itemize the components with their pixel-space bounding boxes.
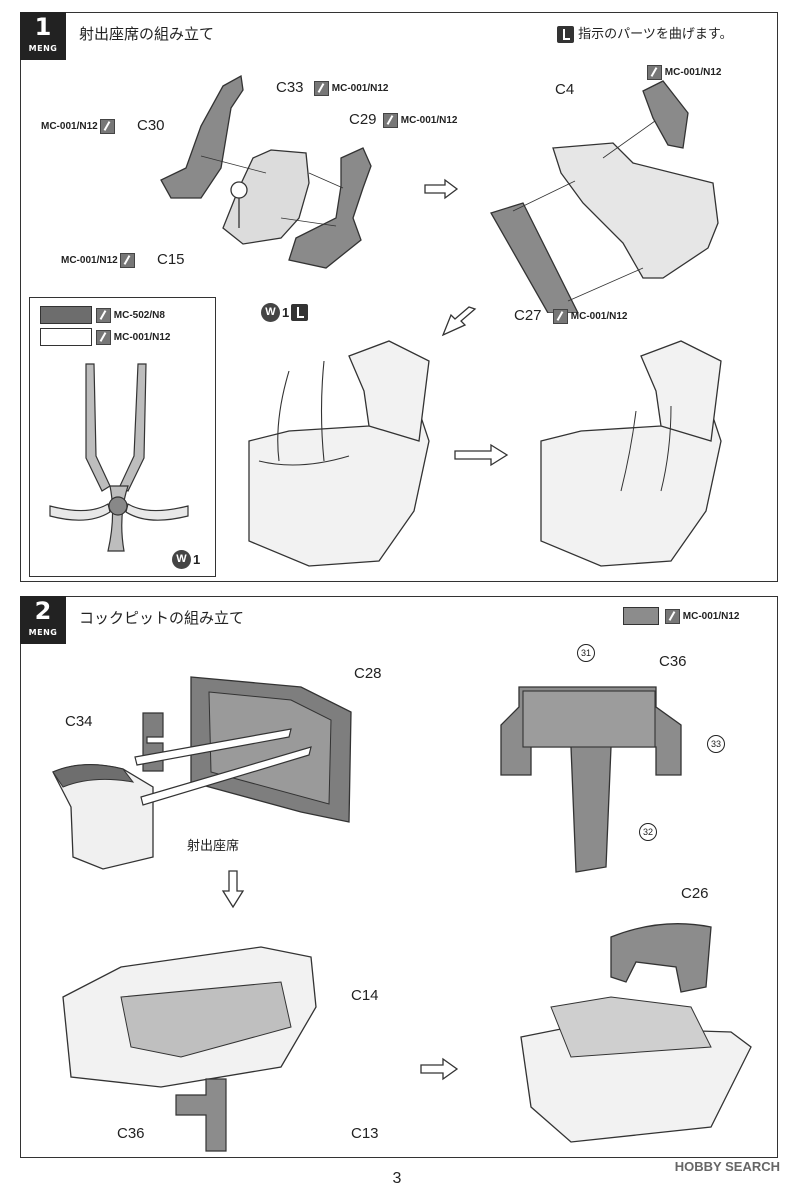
part-label-c13: C13 <box>351 1125 379 1142</box>
step-1-number: 1 <box>34 13 52 41</box>
paint-code-text: MC-001/N12 <box>570 311 628 323</box>
step-2-number: 2 <box>34 597 52 625</box>
step-2-badge: 2 MENG <box>20 596 66 644</box>
legend-code-grey-text: MC-001/N12 <box>682 611 740 623</box>
paint-code-c4: MC-001/N12 <box>647 65 721 80</box>
bend-note: 指示のパーツを曲げます。 <box>557 23 733 43</box>
bend-icon <box>557 26 574 43</box>
paint-code-c27: MC-001/N12 <box>553 309 627 324</box>
part-label-c15: C15 <box>157 251 185 268</box>
cockpit-final-drawing <box>520 923 752 1143</box>
legend-code-grey: MC-001/N12 <box>665 609 739 624</box>
paint-icon <box>96 308 111 323</box>
assembly-arrows <box>134 728 312 806</box>
seat-back-drawing <box>490 80 719 313</box>
paint-code-c29: MC-001/N12 <box>383 113 457 128</box>
decal-w1-badge: W 1 <box>172 550 200 569</box>
legend-code-dark-text: MC-502/N8 <box>113 310 165 322</box>
decal-w1-badge-main: W 1 <box>261 303 309 322</box>
paint-code-text: MC-001/N12 <box>61 255 118 267</box>
decal-letter: W <box>261 303 280 322</box>
decal-33: 33 <box>707 735 725 753</box>
part-label-c33: C33 <box>276 79 304 96</box>
arrow-right-icon <box>420 1057 459 1081</box>
part-label-c34: C34 <box>65 713 93 730</box>
part-label-c14: C14 <box>351 987 379 1004</box>
step-1-brand: MENG <box>28 44 58 53</box>
decal-31: 31 <box>577 644 595 662</box>
part-label-c27: C27 <box>514 307 542 324</box>
seat-parts-drawing <box>160 74 372 269</box>
decal-number: 1 <box>193 552 201 567</box>
watermark: HOBBY SEARCH <box>674 1159 780 1174</box>
part-label-c4: C4 <box>555 81 575 98</box>
paint-code-text: MC-001/N12 <box>400 115 458 127</box>
part-label-c36-bottom: C36 <box>117 1125 145 1142</box>
paint-icon <box>120 253 136 268</box>
arrow-down-icon <box>221 870 245 909</box>
paint-code-c15: MC-001/N12 <box>61 253 136 268</box>
bend-note-text: 指示のパーツを曲げます。 <box>578 27 733 42</box>
arrow-down-left-icon <box>441 306 477 337</box>
cockpit-tub-assembly-drawing <box>62 946 317 1088</box>
step-2-title: コックピットの組み立て <box>79 609 245 627</box>
paint-icon <box>553 309 568 324</box>
harness-drawing <box>49 363 189 552</box>
step-1-badge: 1 MENG <box>20 12 66 60</box>
legend-code-white-text: MC-001/N12 <box>113 332 171 344</box>
seat-with-harness-drawing <box>248 340 430 567</box>
step-1-title: 射出座席の組み立て <box>79 25 215 43</box>
paint-code-text: MC-001/N12 <box>41 121 98 133</box>
harness-inset: MC-502/N8 MC-001/N12 W 1 <box>29 297 216 577</box>
decal-32: 32 <box>639 823 657 841</box>
decal-letter: W <box>172 550 191 569</box>
paint-icon <box>647 65 662 80</box>
ejection-seat-drawing <box>52 764 154 870</box>
bend-icon <box>291 304 309 321</box>
page-number: 3 <box>392 1170 402 1187</box>
instrument-panel-c36-drawing <box>500 686 682 873</box>
legend-code-dark: MC-502/N8 <box>96 308 165 323</box>
step-2-brand: MENG <box>28 628 58 637</box>
legend-swatch-dark <box>40 306 92 324</box>
paint-icon <box>383 113 398 128</box>
paint-icon <box>665 609 680 624</box>
part-label-c28: C28 <box>354 665 382 682</box>
step-1-panel: 1 MENG 射出座席の組み立て 指示のパーツを曲げます。 C33 MC-001… <box>20 12 778 582</box>
legend-swatch-white <box>40 328 92 346</box>
step-2-panel: 2 MENG コックピットの組み立て MC-001/N12 C28 C34 射出… <box>20 596 778 1158</box>
paint-code-text: MC-001/N12 <box>664 67 722 79</box>
seat-complete-drawing <box>540 340 722 567</box>
paint-icon <box>100 119 116 134</box>
legend-swatch-grey <box>623 607 659 625</box>
arrow-right-icon <box>424 178 459 200</box>
paint-code-c30: MC-001/N12 <box>41 119 116 134</box>
arrow-right-icon <box>454 443 509 467</box>
part-label-c29: C29 <box>349 111 377 128</box>
paint-icon <box>96 330 111 345</box>
part-label-c36-top: C36 <box>659 653 687 670</box>
seat-label: 射出座席 <box>187 839 240 854</box>
legend-code-white: MC-001/N12 <box>96 330 170 345</box>
paint-code-text: MC-001/N12 <box>331 83 389 95</box>
part-label-c30: C30 <box>137 117 165 134</box>
decal-number: 1 <box>282 305 290 320</box>
paint-icon <box>314 81 329 96</box>
part-c36-side-drawing <box>175 1078 227 1152</box>
part-label-c26: C26 <box>681 885 709 902</box>
paint-code-c33: MC-001/N12 <box>314 81 388 96</box>
